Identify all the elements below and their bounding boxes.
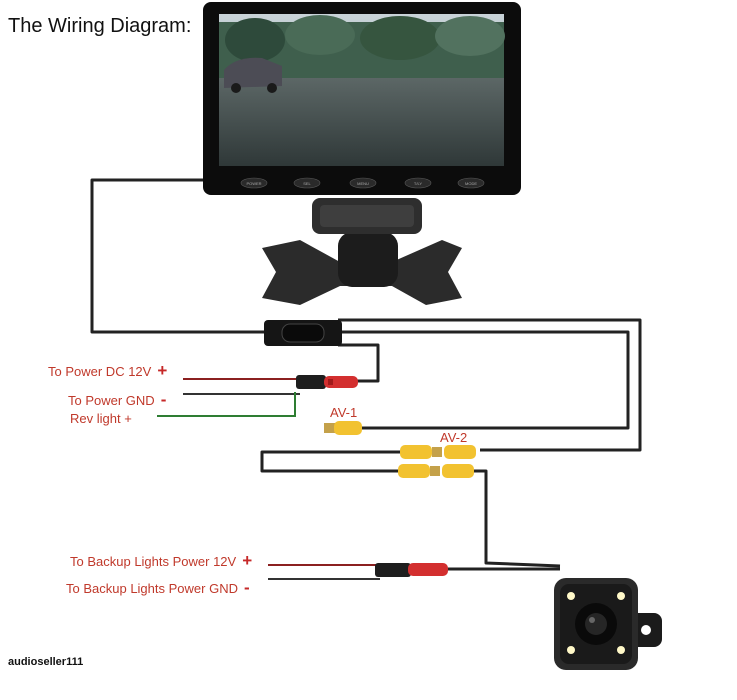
monitor-button-tly: T/LY xyxy=(414,181,422,186)
rev-light-label: Rev light + xyxy=(70,411,132,426)
power-wires xyxy=(157,378,380,580)
inline-connector xyxy=(264,320,342,346)
av1-label: AV-1 xyxy=(330,405,358,420)
power-gnd-label: To Power GND- xyxy=(68,390,166,410)
minus-symbol: - xyxy=(160,390,167,409)
backup-gnd-text: To Backup Lights Power GND xyxy=(66,581,238,596)
diagram-title: The Wiring Diagram: xyxy=(8,15,192,37)
backup-12v-text: To Backup Lights Power 12V xyxy=(70,554,237,569)
backup-camera xyxy=(554,578,662,670)
power-12v-text: To Power DC 12V xyxy=(48,364,152,379)
monitor-button-power: POWER xyxy=(246,181,261,186)
monitor-button-sel: SEL xyxy=(303,181,311,186)
monitor-power-plug xyxy=(296,375,358,389)
backup-gnd-label: To Backup Lights Power GND- xyxy=(66,578,250,598)
rca-av2-top xyxy=(400,445,476,459)
monitor: POWER SEL MENU T/LY MODE xyxy=(203,2,521,305)
monitor-stand xyxy=(262,198,462,305)
monitor-buttons: POWER SEL MENU T/LY MODE xyxy=(240,177,485,189)
backup-12v-label: To Backup Lights Power 12V + xyxy=(70,551,252,571)
power-gnd-text: To Power GND xyxy=(68,393,155,408)
minus-symbol: - xyxy=(243,578,250,597)
av2-label: AV-2 xyxy=(440,430,468,445)
monitor-button-mode: MODE xyxy=(465,181,477,186)
rca-av1 xyxy=(324,421,362,435)
monitor-screen xyxy=(219,14,505,166)
plus-symbol: + xyxy=(157,361,168,380)
power-12v-label: To Power DC 12V + xyxy=(48,361,167,381)
plus-symbol: + xyxy=(242,551,253,570)
rca-av2-bottom xyxy=(398,464,474,478)
watermark: audioseller111 xyxy=(8,656,84,668)
monitor-button-menu: MENU xyxy=(357,181,369,186)
camera-power-plug xyxy=(375,563,448,577)
black-wires xyxy=(90,178,642,571)
